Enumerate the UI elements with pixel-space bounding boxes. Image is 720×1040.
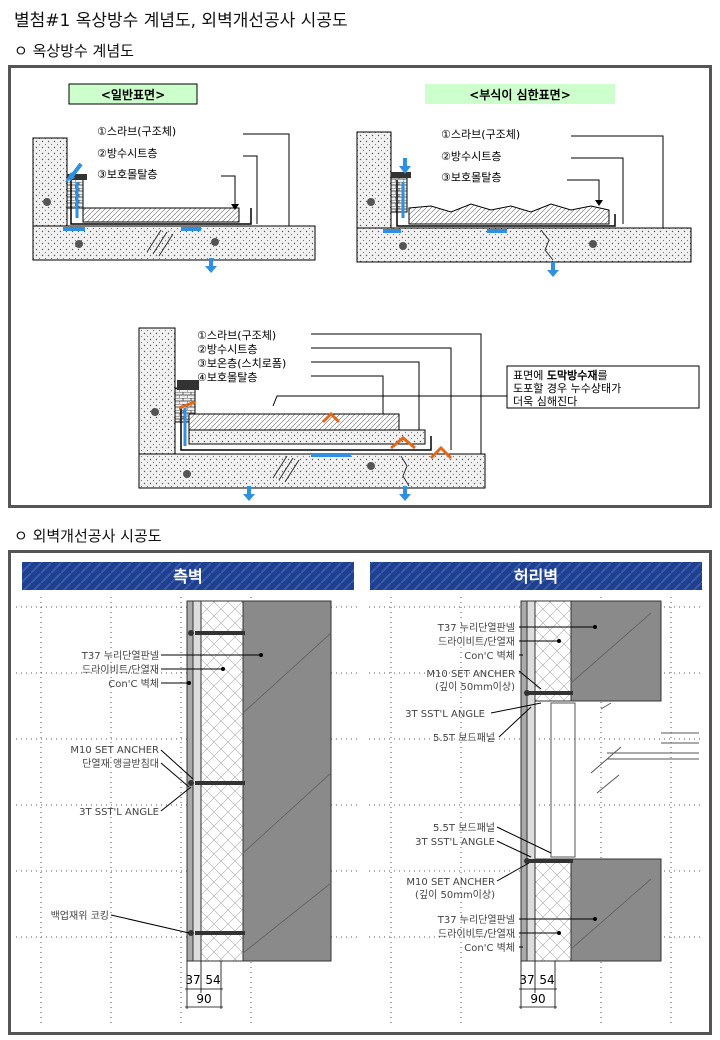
waist-wall-header: [368, 560, 704, 592]
waist-wall-title: 허리벽: [514, 567, 558, 586]
damaged-surface-label-box: [425, 84, 615, 104]
waist-panel-label-bottom: T37 누리단열판넬: [437, 914, 515, 926]
combined-layer-4: ④보호몰탈층: [197, 371, 257, 384]
note-line-2: 도포할 경우 누수상태가: [513, 382, 621, 395]
waist-board-label-bottom: 5.5T 보드패널: [433, 822, 495, 834]
page-title: 별첨#1 옥상방수 계념도, 외벽개선공사 시공도: [14, 11, 348, 31]
normal-layer-1: ①스라브(구조체): [97, 125, 176, 138]
waist-angle-label-top: 3T SST'L ANGLE: [405, 709, 485, 720]
combined-layer-3: ③보온층(스치로폼): [197, 357, 286, 370]
waist-anchor-label-top: M10 SET ANCHER: [426, 669, 515, 680]
waist-concrete-label-top: Con'C 벽체: [464, 650, 515, 662]
damaged-surface-label: <부식이 심한표면>: [469, 87, 571, 102]
combined-diagram: ①스라브(구조체) ②방수시트층 ③보온층(스치로폼) ④보호몰탈층 표면에 도…: [138, 327, 700, 501]
side-dryvit-label: 드라이비트/단열재: [82, 664, 159, 676]
normal-surface-diagram: ①스라브(구조체) ②방수시트층 ③보호몰탈층: [32, 125, 316, 273]
normal-layer-2: ②방수시트층: [97, 147, 157, 160]
combined-layer-2: ②방수시트층: [197, 343, 257, 356]
side-caulking-label: 백업재위 코킹: [51, 909, 109, 922]
waist-dim-90: 90: [530, 992, 545, 1006]
waist-board-label-top: 5.5T 보드패널: [433, 732, 495, 744]
section-heading-wall: ㅇ 외벽개선공사 시공도: [14, 527, 162, 545]
normal-surface-label-box: [68, 83, 198, 105]
waist-panel-label-top: T37 누리단열판넬: [437, 622, 515, 634]
side-panel-label: T37 누리단열판넬: [81, 650, 159, 662]
waist-angle-label-bottom: 3T SST'L ANGLE: [415, 837, 495, 848]
combined-layer-1: ①스라브(구조체): [197, 329, 276, 342]
side-angle-label: 3T SST'L ANGLE: [79, 807, 159, 818]
wall-diagram-svg: 측벽 허리벽 T37 누리단열판넬 드라이비트/단열재 Con'C 벽체 M10…: [16, 560, 704, 1023]
normal-layer-3: ③보호몰탈층: [97, 168, 157, 181]
waist-dryvit-label-bottom: 드라이비트/단열재: [438, 928, 515, 940]
side-dim-37: 37: [185, 973, 200, 987]
section-heading-roof: ㅇ 옥상방수 계념도: [14, 42, 134, 60]
side-dim-90: 90: [196, 992, 211, 1006]
waist-concrete-label-bottom: Con'C 벽체: [464, 942, 515, 954]
side-wall-section: T37 누리단열판넬 드라이비트/단열재 Con'C 벽체 M10 SET AN…: [51, 600, 332, 1009]
waist-depth-label-bottom: (깊이 50mm이상): [415, 889, 495, 901]
waist-anchor-label-bottom: M10 SET ANCHER: [406, 877, 495, 888]
waist-dim-54: 54: [539, 973, 554, 987]
waist-wall-section: T37 누리단열판넬 드라이비트/단열재 Con'C 벽체 M10 SET AN…: [405, 600, 699, 1009]
side-wall-title: 측벽: [173, 567, 202, 586]
waist-depth-label-top: (깊이 50mm이상): [435, 681, 515, 693]
wall-diagram-panel: 측벽 허리벽 T37 누리단열판넬 드라이비트/단열재 Con'C 벽체 M10…: [8, 550, 712, 1035]
note-line-3: 더욱 심해진다: [513, 394, 577, 408]
damaged-layer-2: ②방수시트층: [441, 150, 501, 163]
roof-diagram-panel: <일반표면> <부식이 심한표면> ①스라브(구조체) ②방수시트층 ③보호몰탈…: [8, 65, 712, 508]
waist-dim-37: 37: [519, 973, 534, 987]
side-angle-support-label: 단열재 앵글받침대: [82, 758, 159, 770]
waist-dryvit-label-top: 드라이비트/단열재: [438, 636, 515, 648]
damaged-layer-3: ③보호몰탈층: [441, 171, 501, 184]
damaged-layer-1: ①스라브(구조체): [441, 128, 520, 141]
side-wall-header: [20, 560, 356, 592]
note-box: [506, 365, 700, 409]
normal-surface-label: <일반표면>: [101, 87, 165, 102]
side-anchor-label: M10 SET ANCHER: [70, 745, 159, 756]
side-concrete-label: Con'C 벽체: [108, 678, 159, 690]
note-line-1: 표면에 도막방수재를: [513, 368, 608, 382]
damaged-surface-diagram: ①스라브(구조체) ②방수시트층 ③보호몰탈층: [356, 128, 692, 277]
roof-diagram-svg: <일반표면> <부식이 심한표면> ①스라브(구조체) ②방수시트층 ③보호몰탈…: [32, 83, 700, 501]
side-dim-54: 54: [205, 973, 220, 987]
